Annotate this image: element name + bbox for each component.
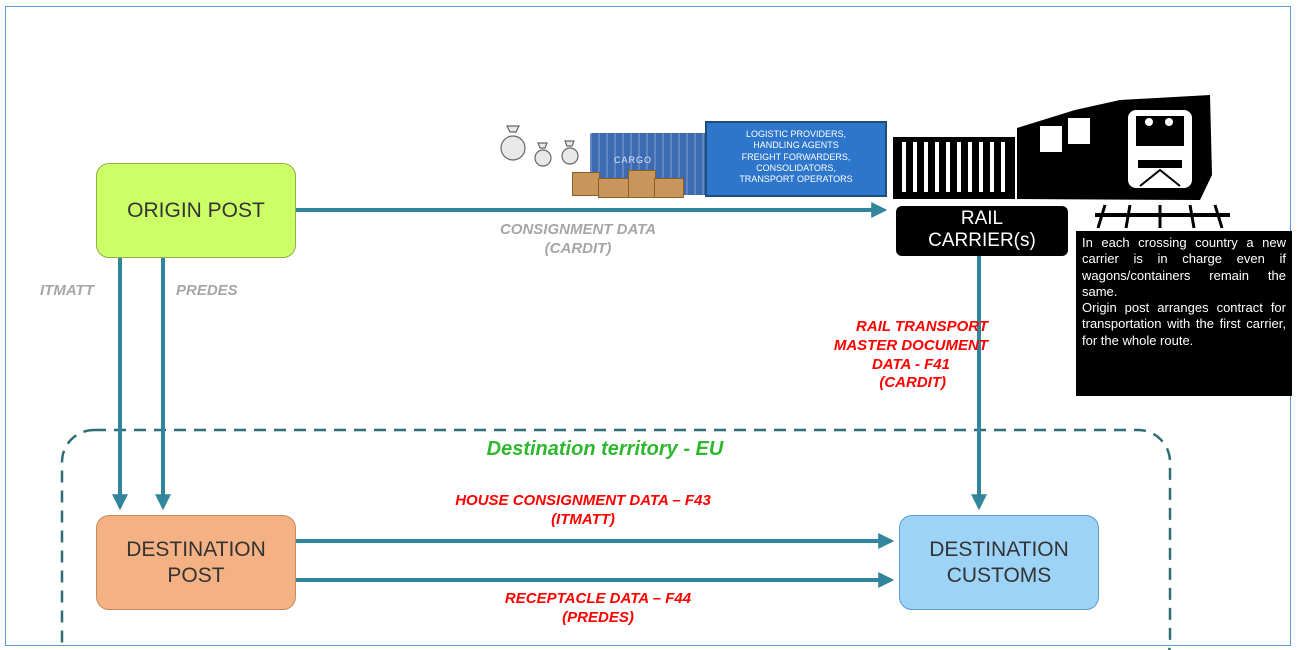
- rail-transport-line-4: (CARDIT): [879, 374, 946, 392]
- logistic-line: LOGISTIC PROVIDERS,: [745, 129, 847, 139]
- rail-transport-line-2: MASTER DOCUMENT: [833, 336, 988, 354]
- rail-transport-line-3: DATA - F41: [871, 355, 950, 373]
- house-consignment-line-2: (ITMATT): [551, 510, 615, 528]
- pallet-box-2: [598, 178, 630, 198]
- receptacle-line-1: RECEPTACLE DATA – F44: [504, 590, 692, 607]
- destination-post-node: DESTINATION POST: [96, 515, 296, 610]
- origin-post-node: ORIGIN POST: [96, 163, 296, 258]
- logistic-line: CONSOLIDATORS,: [756, 162, 836, 173]
- destination-territory-boundary: [60, 428, 1172, 650]
- container-label: CARGO: [614, 155, 653, 165]
- rail-carrier-line-1: RAIL: [960, 208, 1004, 229]
- destination-post-line-1: DESTINATION: [126, 538, 266, 562]
- note-paragraph-1: In each crossing country a new carrier i…: [1082, 235, 1286, 299]
- logistic-line: HANDLING AGENTS: [753, 140, 839, 151]
- pallet-box-1: [572, 172, 600, 196]
- pallet-box-3: [628, 170, 656, 198]
- rail-transport-label: RAIL TRANSPORT MASTER DOCUMENT DATA - F4…: [748, 318, 988, 393]
- destination-customs-node: DESTINATION CUSTOMS: [899, 515, 1099, 610]
- consignment-line-2: (CARDIT): [544, 239, 612, 257]
- consignment-data-label: CONSIGNMENT DATA (CARDIT): [458, 221, 698, 259]
- origin-post-label: ORIGIN POST: [127, 198, 265, 222]
- receptacle-label: RECEPTACLE DATA – F44 (PREDES): [448, 590, 748, 628]
- destination-post-line-2: POST: [167, 563, 225, 587]
- logistic-line: FREIGHT FORWARDERS,: [741, 151, 851, 162]
- house-consignment-label: HOUSE CONSIGNMENT DATA – F43 (ITMATT): [408, 492, 758, 530]
- destination-customs-line-2: CUSTOMS: [946, 563, 1052, 587]
- predes-label: PREDES: [176, 282, 238, 299]
- train-icon: [893, 95, 1230, 229]
- note-paragraph-2: Origin post arranges contract for transp…: [1082, 300, 1286, 348]
- carrier-note: In each crossing country a new carrier i…: [1076, 231, 1292, 396]
- itmatt-label: ITMATT: [40, 282, 94, 299]
- destination-territory-label: Destination territory - EU: [486, 438, 724, 460]
- logistic-providers-box: LOGISTIC PROVIDERS, HANDLING AGENTS FREI…: [705, 121, 887, 197]
- rail-carrier-node: RAIL CARRIER(s): [896, 206, 1068, 256]
- consignment-line-1: CONSIGNMENT DATA: [499, 221, 657, 238]
- receptacle-line-2: (PREDES): [562, 608, 634, 626]
- destination-customs-line-1: DESTINATION: [929, 538, 1069, 562]
- pallet-box-4: [654, 178, 684, 198]
- house-consignment-line-1: HOUSE CONSIGNMENT DATA – F43: [455, 492, 711, 509]
- money-bags-icon: [500, 125, 579, 167]
- rail-carrier-line-2: CARRIER(s): [928, 229, 1036, 251]
- logistic-line: TRANSPORT OPERATORS: [739, 174, 853, 184]
- rail-transport-line-1: RAIL TRANSPORT: [856, 318, 988, 335]
